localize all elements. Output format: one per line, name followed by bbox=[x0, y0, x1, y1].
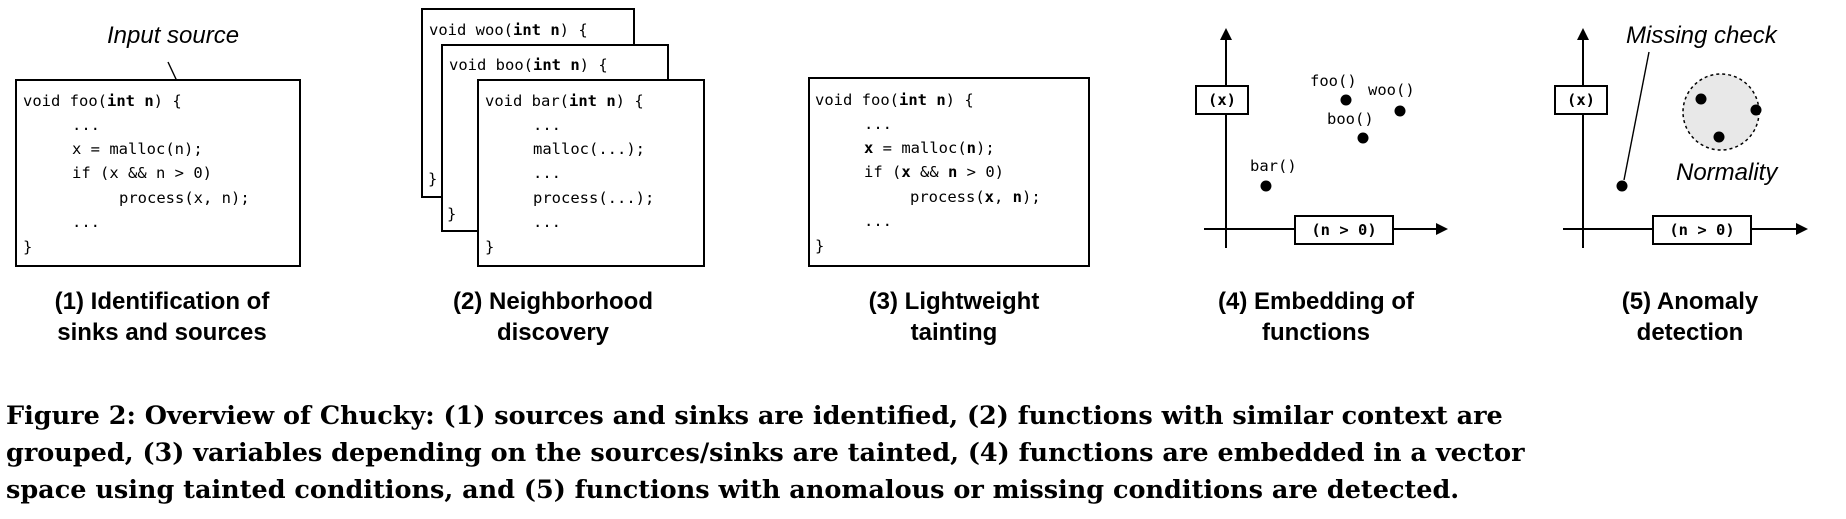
input-source-annotation: Input source bbox=[107, 22, 239, 49]
code-line: if (x && n > 0) bbox=[864, 163, 1004, 181]
missing-check-pointer bbox=[1623, 51, 1650, 181]
panel-3-tainting: void foo(int n) { ... x = malloc(n); if … bbox=[808, 77, 1090, 346]
normal-point bbox=[1713, 131, 1725, 143]
normal-point bbox=[1695, 93, 1707, 105]
y-axis-box bbox=[1554, 85, 1608, 115]
normality-annotation: Normality bbox=[1676, 159, 1779, 186]
panel-label: sinks and sources bbox=[57, 319, 266, 346]
code-line: } bbox=[815, 237, 824, 255]
normal-point bbox=[1750, 104, 1762, 116]
panel-label: (3) Lightweight bbox=[869, 288, 1040, 315]
point-label: foo() bbox=[1310, 72, 1357, 90]
point-bar bbox=[1260, 180, 1272, 192]
code-box-tainted bbox=[808, 77, 1090, 267]
y-axis-box-label: (x) bbox=[1208, 91, 1236, 109]
code-line: ... bbox=[864, 115, 892, 133]
panel-4-embedding: (x) (n > 0) foo() woo() boo() bar() (4) … bbox=[1195, 28, 1448, 346]
code-line: malloc(...); bbox=[533, 140, 645, 158]
panel-1-identification: Input source void foo(int n) { ... x = m… bbox=[15, 22, 301, 346]
point-woo bbox=[1394, 105, 1406, 117]
code-line: ... bbox=[533, 116, 561, 134]
code-line: void boo(int n) { bbox=[449, 56, 608, 74]
panel-label: detection bbox=[1637, 319, 1744, 346]
point-label: boo() bbox=[1327, 110, 1374, 128]
point-label: bar() bbox=[1250, 157, 1297, 175]
x-axis-box bbox=[1294, 215, 1394, 245]
panel-label: functions bbox=[1262, 319, 1370, 346]
panel-label: (5) Anomaly bbox=[1622, 288, 1759, 315]
code-line: process(x, n); bbox=[119, 189, 250, 207]
code-box-foo bbox=[15, 79, 301, 267]
overview-diagram: Input source void foo(int n) { ... x = m… bbox=[15, 8, 1808, 346]
panel-label: tainting bbox=[911, 319, 998, 346]
code-line: ... bbox=[533, 164, 561, 182]
point-foo bbox=[1340, 94, 1352, 106]
code-line: ... bbox=[72, 213, 100, 231]
x-axis-box-label: (n > 0) bbox=[1669, 221, 1734, 239]
code-line: ... bbox=[72, 116, 100, 134]
code-line: } bbox=[23, 238, 32, 256]
code-line: void foo(int n) { bbox=[815, 91, 974, 109]
panel-label: (1) Identification of bbox=[55, 288, 271, 315]
code-line: ... bbox=[864, 212, 892, 230]
code-line: } bbox=[447, 205, 456, 223]
y-axis-box bbox=[1195, 85, 1249, 115]
code-line: void woo(int n) { bbox=[429, 21, 588, 39]
x-axis-box bbox=[1652, 215, 1752, 245]
code-line: process(x, n); bbox=[910, 188, 1041, 206]
code-line: x = malloc(n); bbox=[864, 139, 995, 157]
y-axis-box-label: (x) bbox=[1567, 91, 1595, 109]
panel-label: (4) Embedding of bbox=[1218, 288, 1415, 315]
anomaly-point bbox=[1616, 180, 1628, 192]
point-label: woo() bbox=[1368, 81, 1415, 99]
code-line: void foo(int n) { bbox=[23, 92, 182, 110]
panel-label: discovery bbox=[497, 319, 610, 346]
code-line: if (x && n > 0) bbox=[72, 164, 212, 182]
caption-line: grouped, (3) variables depending on the … bbox=[6, 438, 1525, 468]
code-line: x = malloc(n); bbox=[72, 140, 203, 158]
caption-line: Figure 2: Overview of Chucky: (1) source… bbox=[6, 401, 1503, 431]
code-line: ... bbox=[533, 213, 561, 231]
code-line: } bbox=[485, 238, 494, 256]
figure-caption: Figure 2: Overview of Chucky: (1) source… bbox=[6, 398, 1838, 509]
panel-5-anomaly: (x) (n > 0) Missing check Normality (5) … bbox=[1554, 22, 1808, 346]
x-axis-box-label: (n > 0) bbox=[1311, 221, 1376, 239]
code-box-bar bbox=[477, 79, 705, 267]
panel-2-neighborhood: void woo(int n) { } void boo(int n) { } … bbox=[421, 8, 705, 346]
caption-line: space using tainted conditions, and (5) … bbox=[6, 475, 1460, 505]
code-line: } bbox=[428, 170, 437, 188]
point-boo bbox=[1357, 132, 1369, 144]
panel-label: (2) Neighborhood bbox=[453, 288, 653, 315]
missing-check-annotation: Missing check bbox=[1626, 22, 1779, 49]
code-line: void bar(int n) { bbox=[485, 92, 644, 110]
code-line: process(...); bbox=[533, 189, 654, 207]
